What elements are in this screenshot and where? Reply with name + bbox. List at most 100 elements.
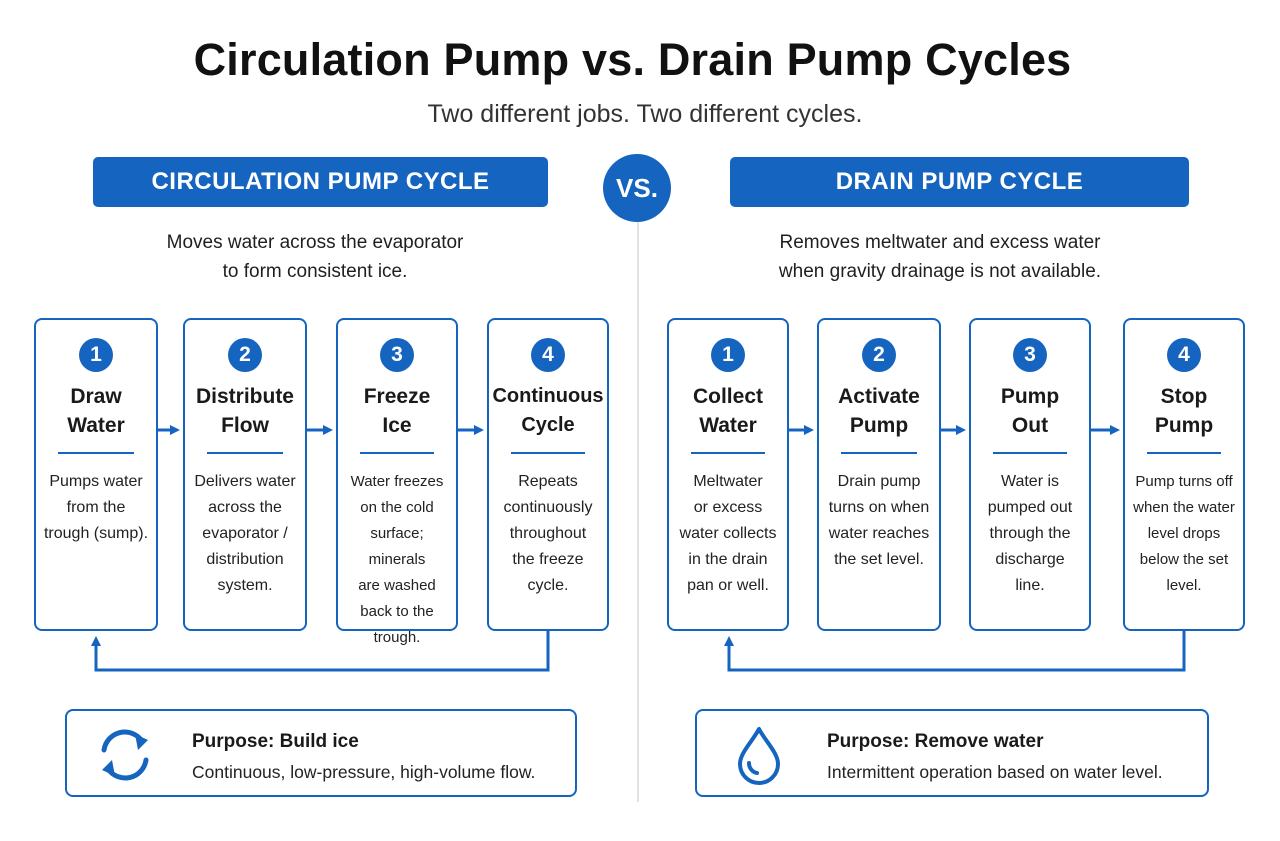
- step-title-line: Out: [1011, 414, 1049, 437]
- step-description-line: trough.: [373, 629, 421, 646]
- recycle-arrows-icon: [101, 729, 149, 781]
- step-description-line: or excess: [693, 499, 763, 516]
- circulation-description-line: to form consistent ice.: [222, 261, 408, 282]
- step-divider: [207, 452, 283, 454]
- step-title-line: Cycle: [521, 414, 575, 436]
- step-divider: [360, 452, 434, 454]
- step-title: Pump Out: [971, 382, 1089, 440]
- circulation-step-card: 2 Distribute Flow Delivers water across …: [183, 318, 307, 631]
- step-description-line: surface; minerals: [368, 525, 426, 568]
- circulation-description: Moves water across the evaporator to for…: [80, 228, 550, 286]
- step-description: Water is pumped out through the discharg…: [975, 469, 1085, 599]
- step-title: Activate Pump: [819, 382, 939, 440]
- water-drop-icon: [738, 727, 780, 785]
- step-number-badge: 4: [531, 338, 565, 372]
- step-description: Repeats continuously throughout the free…: [493, 469, 603, 599]
- drain-purpose-box: Purpose: Remove water Intermittent opera…: [695, 709, 1209, 797]
- step-description-line: are washed: [358, 577, 436, 594]
- step-description-line: distribution: [206, 551, 284, 568]
- circulation-description-line: Moves water across the evaporator: [166, 232, 464, 253]
- step-description-line: continuously: [503, 499, 593, 516]
- step-description-line: through the: [989, 525, 1071, 542]
- circulation-banner: CIRCULATION PUMP CYCLE: [93, 157, 548, 207]
- step-description: Pump turns off when the water level drop…: [1129, 469, 1239, 599]
- step-description-line: water collects: [679, 525, 777, 542]
- step-title-line: Draw: [70, 385, 122, 408]
- step-description: Meltwater or excess water collects in th…: [673, 469, 783, 599]
- step-description: Drain pump turns on when water reaches t…: [823, 469, 935, 573]
- step-title: Distribute Flow: [185, 382, 305, 440]
- step-title: Freeze Ice: [338, 382, 456, 440]
- step-divider: [691, 452, 765, 454]
- step-title: Continuous Cycle: [489, 382, 607, 440]
- step-title-line: Continuous: [492, 385, 604, 407]
- step-title-line: Stop: [1160, 385, 1208, 408]
- step-description-line: on the cold: [360, 499, 434, 516]
- circulation-step-card: 3 Freeze Ice Water freezes on the cold s…: [336, 318, 458, 646]
- step-number-badge: 4: [1167, 338, 1201, 372]
- step-divider: [511, 452, 585, 454]
- drain-description: Removes meltwater and excess water when …: [700, 228, 1180, 286]
- step-title-line: Activate: [838, 385, 920, 408]
- step-description-line: discharge: [995, 551, 1065, 568]
- center-divider: [637, 222, 639, 802]
- circulation-purpose-box: Purpose: Build ice Continuous, low-press…: [65, 709, 577, 797]
- step-title-line: Collect: [692, 385, 763, 408]
- step-description-line: Repeats: [518, 473, 578, 490]
- step-divider: [58, 452, 134, 454]
- step-description-line: evaporator /: [202, 525, 288, 542]
- purpose-title: Purpose: Remove water: [827, 731, 1044, 752]
- drain-step-card: 2 Activate Pump Drain pump turns on when…: [817, 318, 941, 631]
- step-divider: [993, 452, 1067, 454]
- step-number-badge: 2: [862, 338, 896, 372]
- step-description-line: when the water: [1133, 499, 1235, 516]
- drain-banner: DRAIN PUMP CYCLE: [730, 157, 1189, 207]
- step-description-line: trough (sump).: [43, 525, 149, 542]
- purpose-title: Purpose: Build ice: [192, 731, 359, 752]
- circulation-loop-arrow: [91, 631, 550, 672]
- step-title-line: Freeze: [363, 385, 431, 408]
- drain-description-line: when gravity drainage is not available.: [778, 261, 1102, 282]
- step-description-line: Meltwater: [693, 473, 763, 490]
- drain-loop-arrow: [724, 631, 1186, 672]
- step-title: Collect Water: [669, 382, 787, 440]
- drain-step-card: 3 Pump Out Water is pumped out through t…: [969, 318, 1091, 631]
- circulation-step-card: 1 Draw Water Pumps water from the trough…: [34, 318, 158, 631]
- step-description-line: Pumps water: [49, 473, 143, 490]
- step-description-line: system.: [217, 577, 273, 594]
- step-number-badge: 3: [380, 338, 414, 372]
- step-description-line: back to the: [360, 603, 434, 620]
- step-description-line: Pump turns off: [1135, 473, 1233, 490]
- step-description-line: throughout: [509, 525, 587, 542]
- drain-step-card: 4 Stop Pump Pump turns off when the wate…: [1123, 318, 1245, 631]
- step-description-line: line.: [1015, 577, 1045, 594]
- step-description-line: pumped out: [987, 499, 1073, 516]
- step-description-line: below the set: [1139, 551, 1229, 568]
- vs-badge: VS.: [603, 154, 671, 222]
- step-title-line: Water: [67, 414, 125, 437]
- step-description: Delivers water across the evaporator / d…: [189, 469, 301, 599]
- step-description-line: Water is: [1000, 473, 1060, 490]
- step-description-line: in the drain: [688, 551, 768, 568]
- page-subtitle: Two different jobs. Two different cycles…: [427, 100, 863, 128]
- step-description-line: level drops: [1147, 525, 1221, 542]
- step-description-line: the set level.: [834, 551, 924, 568]
- step-number-badge: 3: [1013, 338, 1047, 372]
- page-title: Circulation Pump vs. Drain Pump Cycles: [193, 34, 1072, 85]
- step-title-line: Water: [699, 414, 757, 437]
- step-description-line: Delivers water: [194, 473, 296, 490]
- step-title: Draw Water: [36, 382, 156, 440]
- purpose-text: Intermittent operation based on water le…: [827, 762, 1163, 782]
- step-number-badge: 2: [228, 338, 262, 372]
- step-description: Water freezes on the cold surface; miner…: [342, 469, 452, 651]
- drain-description-line: Removes meltwater and excess water: [779, 232, 1101, 253]
- step-description-line: cycle.: [527, 577, 569, 594]
- step-title-line: Distribute: [195, 385, 294, 408]
- step-description-line: the freeze: [512, 551, 584, 568]
- step-number-badge: 1: [79, 338, 113, 372]
- step-description-line: pan or well.: [687, 577, 769, 594]
- step-title-line: Flow: [221, 414, 269, 437]
- step-divider: [841, 452, 917, 454]
- step-description-line: from the: [66, 499, 126, 516]
- step-title-line: Ice: [382, 414, 412, 437]
